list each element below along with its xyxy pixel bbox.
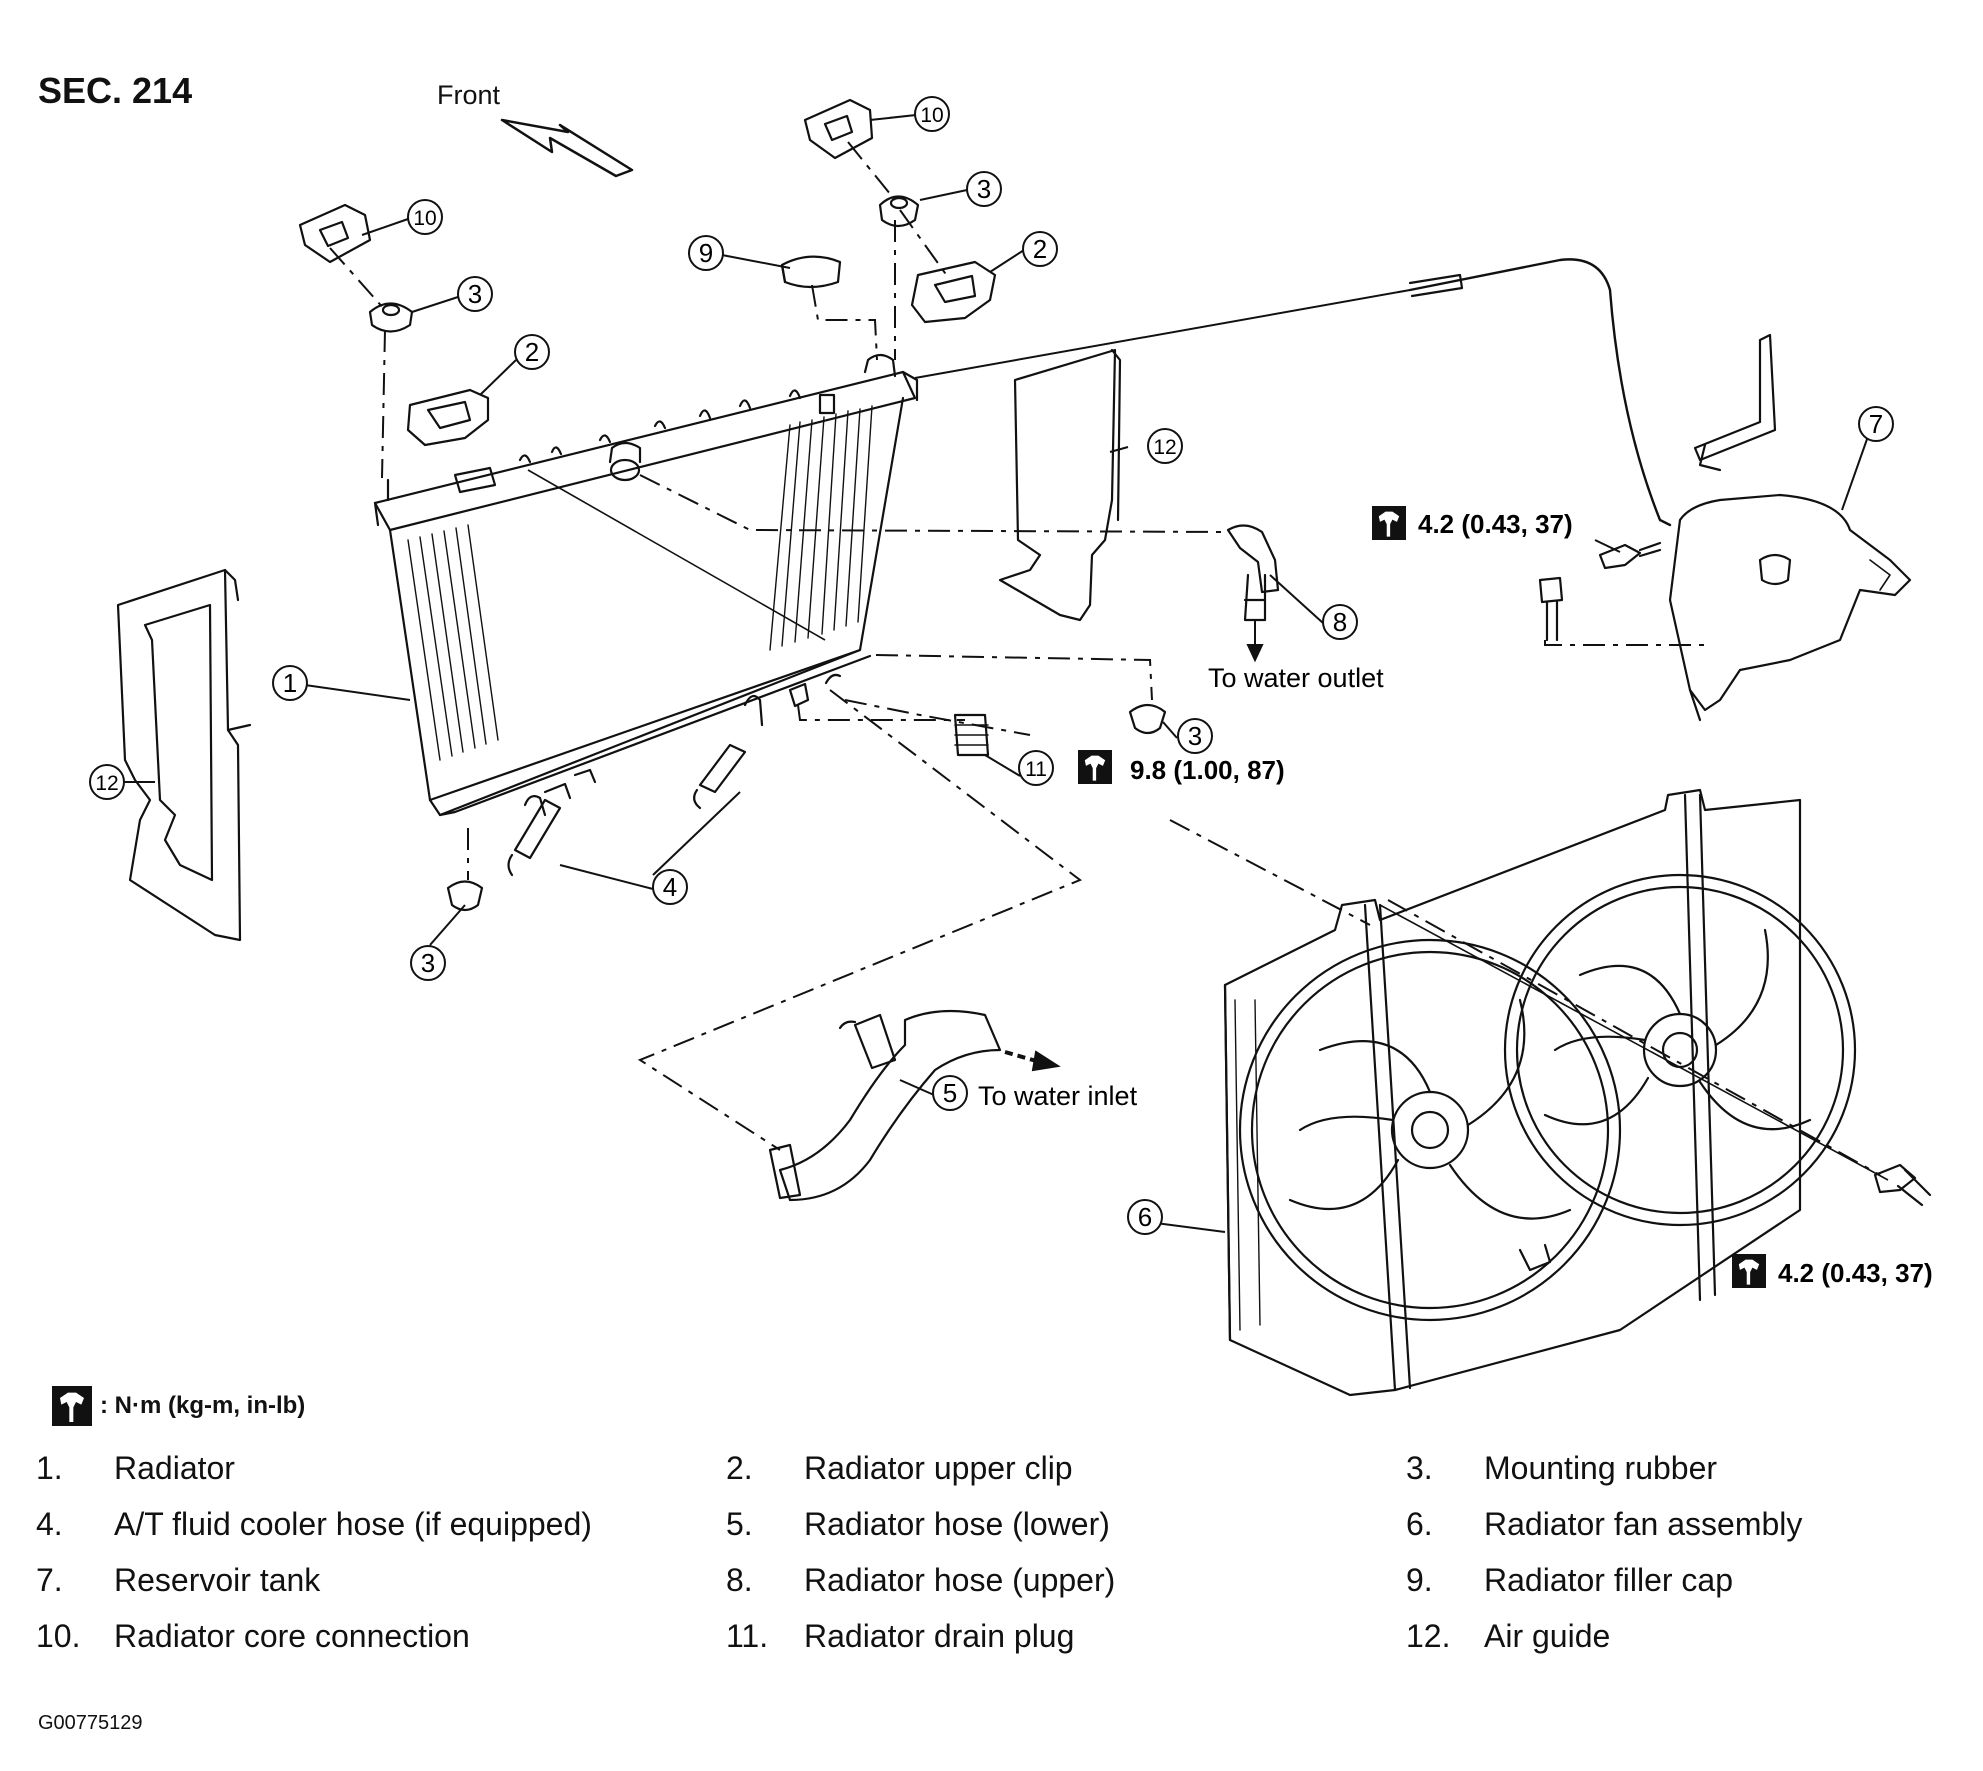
radiator-hose-upper <box>1226 524 1280 622</box>
callout-9: 9 <box>688 235 724 271</box>
radiator-filler-cap <box>780 255 842 289</box>
callout-8: 8 <box>1322 604 1358 640</box>
mounting-rubber-top-left <box>368 302 414 333</box>
torque-wrench-icon <box>1078 750 1112 784</box>
svg-text:2: 2 <box>525 337 539 367</box>
air-guide-right <box>998 348 1122 622</box>
callout-2: 2 <box>514 334 550 370</box>
callout-10: 10 <box>407 199 443 235</box>
svg-text:3: 3 <box>421 948 435 978</box>
svg-text:10: 10 <box>413 207 436 230</box>
callout-3: 3 <box>457 276 493 312</box>
radiator-hose-lower <box>768 1009 1002 1202</box>
figure-id: G00775129 <box>38 1712 143 1734</box>
outlet-arrow-head <box>1246 644 1264 663</box>
reservoir-tank <box>1668 493 1912 722</box>
svg-text:1: 1 <box>283 668 297 698</box>
legend-item: 3.Mounting rubber <box>1406 1450 1718 1486</box>
assembly-lines <box>329 141 1889 1181</box>
svg-text:3: 3 <box>977 174 991 204</box>
svg-text:2: 2 <box>1033 234 1047 264</box>
callout-12: 12 <box>89 764 125 800</box>
svg-text:4.2 (0.43, 37): 4.2 (0.43, 37) <box>1778 1258 1933 1288</box>
torque-wrench-icon <box>52 1386 92 1426</box>
callout-5: 5 <box>932 1075 968 1111</box>
torque-units: : N·m (kg-m, in-lb) <box>100 1392 306 1419</box>
torque-spec-drain-plug: 9.8 (1.00, 87) <box>1078 750 1285 785</box>
svg-text:10: 10 <box>920 104 943 127</box>
torque-wrench-icon <box>1732 1254 1766 1288</box>
legend-item: 6.Radiator fan assembly <box>1406 1506 1803 1542</box>
upper-clip-left <box>406 388 490 447</box>
callout-3: 3 <box>1177 718 1213 754</box>
core-connection-right <box>803 98 874 160</box>
svg-text:5: 5 <box>943 1078 957 1108</box>
water-inlet-label: To water inlet <box>978 1081 1138 1111</box>
svg-text:4.2 (0.43, 37): 4.2 (0.43, 37) <box>1418 509 1573 539</box>
legend-item: 2.Radiator upper clip <box>726 1450 1073 1486</box>
mounting-rubber-top-right <box>878 195 920 228</box>
radiator-drain-plug <box>953 713 990 757</box>
legend-item: 5.Radiator hose (lower) <box>726 1506 1110 1542</box>
at-fluid-cooler-hose <box>507 743 747 877</box>
core-connection-left <box>298 203 372 264</box>
legend-item: 12.Air guide <box>1406 1618 1611 1654</box>
callout-2: 2 <box>1022 231 1058 267</box>
legend-item: 7.Reservoir tank <box>36 1562 321 1598</box>
torque-wrench-icon <box>1372 506 1406 540</box>
reservoir-bracket <box>1693 333 1777 472</box>
section-title: SEC. 214 <box>38 70 193 111</box>
svg-text:7: 7 <box>1869 409 1883 439</box>
svg-text:9: 9 <box>699 238 713 268</box>
svg-text:4: 4 <box>663 872 677 902</box>
reservoir-hose-end <box>1408 273 1464 298</box>
svg-text:11: 11 <box>1025 758 1047 781</box>
torque-spec-reservoir-bolt: 4.2 (0.43, 37) <box>1372 506 1573 540</box>
front-arrow <box>500 118 634 178</box>
legend-item: 10.Radiator core connection <box>36 1618 470 1654</box>
leader-lines <box>124 114 1873 1233</box>
callout-11: 11 <box>1018 750 1054 786</box>
front-label: Front <box>437 80 501 110</box>
fan-bolt <box>1873 1163 1932 1207</box>
mounting-rubber-bottom-left <box>446 880 484 912</box>
callout-6: 6 <box>1127 1199 1163 1235</box>
svg-text:12: 12 <box>95 772 118 795</box>
svg-text:3: 3 <box>1188 721 1202 751</box>
legend-item: 4.A/T fluid cooler hose (if equipped) <box>36 1506 592 1542</box>
callout-12: 12 <box>1147 428 1183 464</box>
radiator-fan-assembly <box>1223 788 1857 1397</box>
radiator <box>373 353 919 817</box>
callout-3: 3 <box>966 171 1002 207</box>
callout-4: 4 <box>652 869 688 905</box>
mounting-rubber-bottom-right <box>1128 703 1167 735</box>
callout-3: 3 <box>410 945 446 981</box>
svg-text:12: 12 <box>1153 436 1176 459</box>
water-outlet-label: To water outlet <box>1208 663 1384 693</box>
callout-1: 1 <box>272 665 308 701</box>
torque-legend-key: : N·m (kg-m, in-lb) <box>52 1386 305 1426</box>
legend-item: 11.Radiator drain plug <box>726 1618 1075 1654</box>
svg-text:8: 8 <box>1333 607 1347 637</box>
callout-7: 7 <box>1858 406 1894 442</box>
reservoir-bolts <box>1538 541 1662 642</box>
svg-text:6: 6 <box>1138 1202 1152 1232</box>
overflow-line <box>914 289 1411 379</box>
legend-item: 1.Radiator <box>36 1450 235 1486</box>
svg-text:3: 3 <box>468 279 482 309</box>
svg-text:9.8 (1.00, 87): 9.8 (1.00, 87) <box>1130 755 1285 785</box>
parts-legend: 1.Radiator 2.Radiator upper clip 3.Mount… <box>36 1450 1956 1680</box>
torque-spec-fan-bolt: 4.2 (0.43, 37) <box>1732 1254 1933 1288</box>
upper-clip-right <box>910 260 997 324</box>
legend-item: 9.Radiator filler cap <box>1406 1562 1733 1598</box>
legend-item: 8.Radiator hose (upper) <box>726 1562 1116 1598</box>
reservoir-hose <box>1408 258 1672 527</box>
air-guide-left <box>116 568 252 942</box>
callout-10: 10 <box>914 96 950 132</box>
inlet-arrow-head <box>1031 1050 1061 1072</box>
